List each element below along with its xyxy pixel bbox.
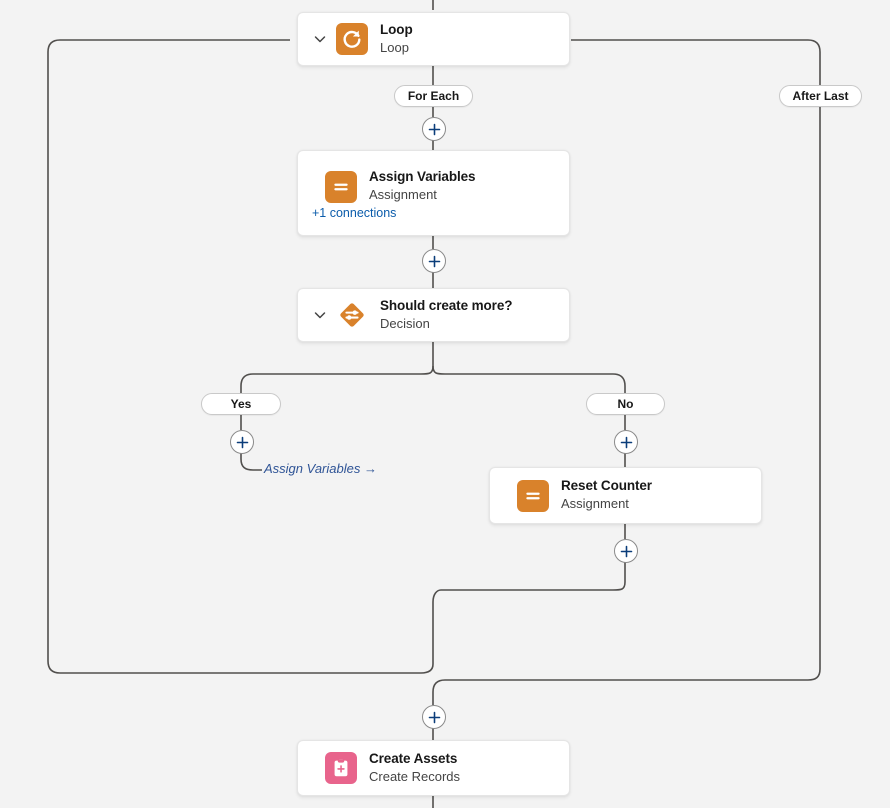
node-loop-title: Loop [380,21,413,37]
wire-loopback-left [47,39,290,674]
node-loop-text: Loop Loop [380,22,413,56]
add-element-button-after-reset-counter[interactable] [614,539,638,563]
node-create-assets-text: Create Assets Create Records [369,751,460,785]
assignment-icon [517,479,549,512]
loop-icon [336,23,368,55]
node-loop[interactable]: Loop Loop [297,12,570,66]
plus-icon [620,436,632,448]
node-create-assets[interactable]: Create Assets Create Records [297,740,570,796]
node-assign-variables-row: Assign Variables Assignment [298,158,569,208]
create-records-icon [325,752,357,784]
node-loop-row: Loop Loop [298,18,569,60]
plus-icon [236,436,248,448]
branch-label-yes[interactable]: Yes [201,393,281,415]
assignment-icon [325,170,357,203]
node-loop-subtitle: Loop [380,39,409,55]
node-assign-variables-subtitle: Assignment [369,187,437,203]
plus-icon [428,255,440,267]
branch-label-for-each[interactable]: For Each [394,85,473,107]
wire-no-merge-to-loopback [60,561,626,674]
plus-icon [620,545,632,557]
plus-icon [428,711,440,723]
decision-icon [336,299,368,331]
node-should-create-more[interactable]: Should create more? Decision [297,288,570,342]
node-should-create-more-text: Should create more? Decision [380,298,512,332]
wire-decision-no-branch [432,365,626,393]
wire-yes-goto-connector [240,452,262,471]
add-element-button-after-for-each[interactable] [422,117,446,141]
add-element-button-on-yes-branch[interactable] [230,430,254,454]
node-assign-variables-text: Assign Variables Assignment [369,169,476,203]
node-reset-counter[interactable]: Reset Counter Assignment [489,467,762,524]
branch-label-after-last[interactable]: After Last [779,85,862,107]
branch-label-no[interactable]: No [586,393,665,415]
add-element-button-after-assign-variables[interactable] [422,249,446,273]
node-reset-counter-subtitle: Assignment [561,496,629,512]
node-reset-counter-row: Reset Counter Assignment [490,475,761,517]
node-should-create-more-subtitle: Decision [380,315,430,331]
chevron-down-icon[interactable] [310,29,330,49]
node-should-create-more-title: Should create more? [380,297,513,313]
wire-decision-yes-branch [240,365,434,393]
node-reset-counter-title: Reset Counter [561,478,652,494]
node-should-create-more-row: Should create more? Decision [298,294,569,336]
node-assign-variables[interactable]: Assign Variables Assignment +1 connectio… [297,150,570,236]
node-assign-variables-title: Assign Variables [369,169,476,185]
plus-icon [428,123,440,135]
chevron-down-icon[interactable] [310,305,330,325]
wire-afterlast-right [432,39,821,705]
add-element-button-after-loop-end[interactable] [422,705,446,729]
add-element-button-on-no-branch[interactable] [614,430,638,454]
node-create-assets-subtitle: Create Records [369,768,461,784]
node-create-assets-title: Create Assets [369,750,458,766]
node-assign-variables-connections-link[interactable]: +1 connections [312,205,397,220]
node-reset-counter-text: Reset Counter Assignment [561,478,652,512]
node-create-assets-row: Create Assets Create Records [298,747,569,789]
goto-connector-label-assign-variables[interactable]: Assign Variables → [264,461,377,476]
